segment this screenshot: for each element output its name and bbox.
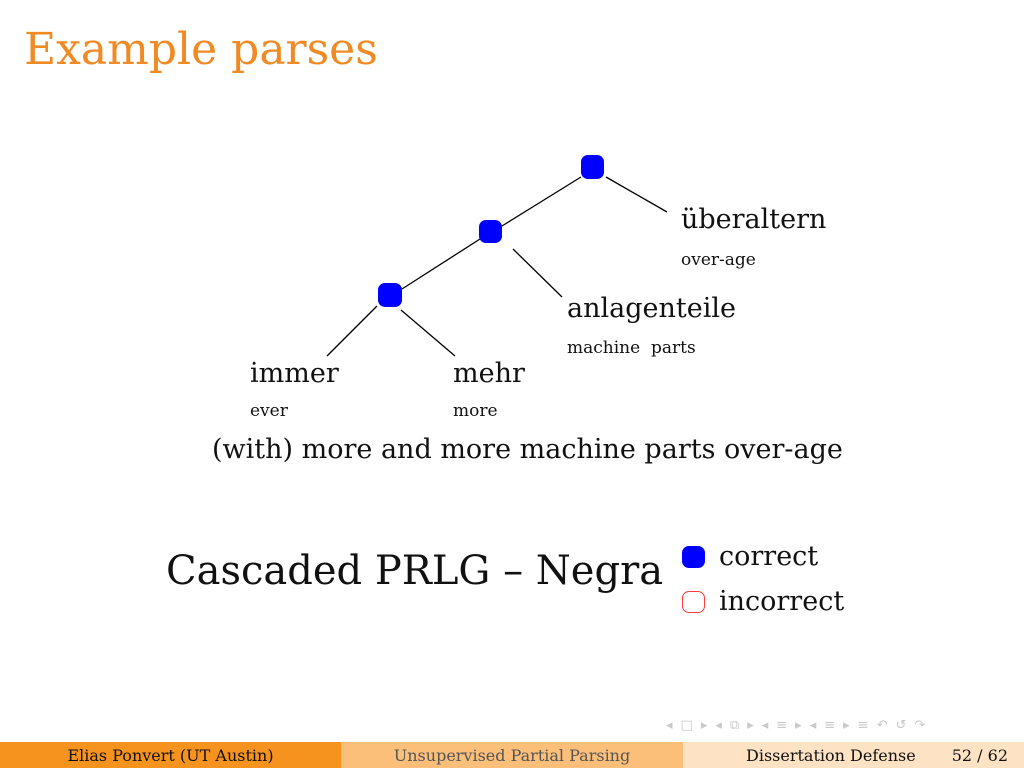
footer-event-name: Dissertation Defense — [746, 745, 916, 765]
gloss-mehr: more — [453, 401, 498, 421]
word-mehr: mehr — [453, 358, 525, 389]
tree-edge — [512, 248, 563, 298]
nav-prev-section-icon[interactable]: ◂ — [809, 718, 817, 733]
beamer-navigation: ◂ □ ▸ ◂ ⧉ ▸ ◂ ≡ ▸ ◂ ≡ ▸ ≡ ↶ ↺ ↷ — [666, 718, 925, 733]
nav-frame-icon[interactable]: ⧉ — [729, 718, 740, 733]
nav-prev-frame-icon[interactable]: ◂ — [715, 718, 722, 733]
footer-page-number: 52 / 62 — [951, 745, 1008, 765]
legend-incorrect: incorrect — [682, 586, 844, 617]
nav-back-icon[interactable]: ↶ — [876, 718, 888, 733]
tree-node-root — [581, 155, 604, 179]
tree-edge — [605, 176, 668, 213]
nav-prev-slide-icon[interactable]: ◂ — [666, 718, 673, 733]
footer-talk-title: Unsupervised Partial Parsing — [341, 742, 683, 768]
gloss-ueberaltern: over-age — [681, 250, 756, 270]
legend-correct-label: correct — [719, 541, 819, 572]
nav-search-icon[interactable]: ↺ — [895, 718, 907, 733]
tree-node-mid — [479, 220, 502, 243]
parser-caption: Cascaded PRLG – Negra — [166, 548, 664, 594]
tree-edge — [326, 305, 378, 357]
nav-prev-subsection-icon[interactable]: ◂ — [761, 718, 769, 733]
gloss-anlagenteile: machine parts — [567, 338, 696, 358]
legend-correct: correct — [682, 541, 818, 572]
nav-slide-icon[interactable]: □ — [680, 718, 693, 733]
nav-next-section-icon[interactable]: ▸ — [843, 718, 850, 733]
word-ueberaltern: überaltern — [681, 204, 827, 235]
slide-title: Example parses — [24, 24, 378, 75]
slide-footer: Elias Ponvert (UT Austin) Unsupervised P… — [0, 742, 1024, 768]
legend-incorrect-swatch — [682, 590, 705, 613]
gloss-immer: ever — [250, 401, 288, 421]
footer-event: Dissertation Defense 52 / 62 — [683, 742, 1024, 768]
tree-edge — [501, 176, 582, 227]
legend-correct-swatch — [682, 545, 705, 568]
legend-incorrect-label: incorrect — [719, 586, 845, 617]
footer-author: Elias Ponvert (UT Austin) — [0, 742, 341, 768]
tree-node-low — [378, 283, 402, 307]
nav-next-subsection-icon[interactable]: ▸ — [795, 718, 802, 733]
nav-next-slide-icon[interactable]: ▸ — [700, 718, 708, 733]
nav-forward-icon[interactable]: ↷ — [914, 718, 926, 733]
nav-next-frame-icon[interactable]: ▸ — [747, 718, 754, 733]
tree-edge — [400, 309, 456, 357]
word-immer: immer — [250, 358, 339, 389]
sentence-translation: (with) more and more machine parts over-… — [212, 434, 843, 465]
word-anlagenteile: anlagenteile — [567, 293, 736, 324]
nav-toc-icon[interactable]: ≡ — [857, 718, 869, 733]
tree-edge — [401, 238, 481, 290]
nav-subsection-icon[interactable]: ≡ — [776, 718, 788, 733]
nav-section-icon[interactable]: ≡ — [824, 718, 836, 733]
